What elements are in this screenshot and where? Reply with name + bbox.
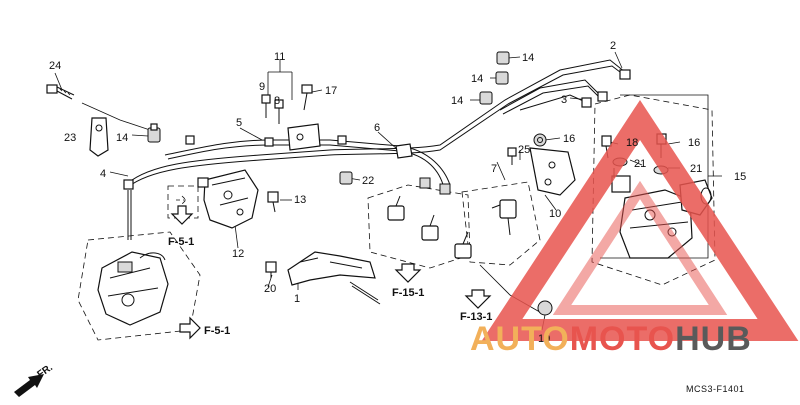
callout-label: 16 xyxy=(563,133,575,145)
callout-label: 14 xyxy=(116,132,128,144)
mounting-brackets xyxy=(287,147,576,305)
callout-label: 3 xyxy=(561,94,567,106)
fitting-icon xyxy=(123,179,134,190)
callout-label: 18 xyxy=(626,137,638,149)
section-ref-labels: F-5-1 F-5-1 F-15-1 F-13-1 xyxy=(168,236,492,337)
proportioning-valve xyxy=(197,169,259,229)
bolt-icon xyxy=(301,84,313,111)
section-ref: F-15-1 xyxy=(392,287,424,299)
callout-label: 14 xyxy=(522,52,534,64)
callout-label: 8 xyxy=(274,95,280,107)
watermark-part-moto: MOTO xyxy=(570,320,675,358)
nut-icon xyxy=(537,300,553,316)
bracket-icon xyxy=(287,251,376,286)
callout-label: 21 xyxy=(690,163,702,175)
clamp-icon xyxy=(479,51,510,105)
callout-label: 15 xyxy=(734,171,746,183)
clamp-icon xyxy=(147,123,161,143)
callout-label: 19 xyxy=(538,333,550,345)
callout-label: 24 xyxy=(49,60,61,72)
callout-label: 1 xyxy=(294,293,300,305)
callout-label: 13 xyxy=(294,194,306,206)
bolt-icon xyxy=(533,133,547,147)
callout-label: 14 xyxy=(471,73,483,85)
watermark-text: AUTOMOTOHUB xyxy=(470,320,752,358)
watermark-logo xyxy=(481,99,799,341)
bolt-icon xyxy=(265,261,277,278)
section-ref: F-13-1 xyxy=(460,311,492,323)
bolt-icon xyxy=(267,191,279,213)
section-ref: F-5-1 xyxy=(168,236,194,248)
master-cylinder-assembly xyxy=(97,251,169,326)
brake-pipes xyxy=(127,59,629,240)
callout-label: 14 xyxy=(451,95,463,107)
callout-label: 10 xyxy=(549,208,561,220)
callout-label: 4 xyxy=(100,168,106,180)
callout-label: 2 xyxy=(610,40,616,52)
callout-numbers: 24 23 14 4 5 11 9 8 17 6 14 14 14 2 3 16… xyxy=(49,40,746,345)
callout-label: 20 xyxy=(264,283,276,295)
bolt-icon xyxy=(507,147,517,165)
section-ref: F-5-1 xyxy=(204,325,230,337)
watermark-part-auto: AUTO xyxy=(470,320,570,358)
callout-label: 16 xyxy=(688,137,700,149)
section-arrows xyxy=(170,205,492,340)
watermark-part-hub: HUB xyxy=(675,320,752,358)
callout-label: 25 xyxy=(518,144,530,156)
callout-label: 5 xyxy=(236,117,242,129)
bolt-icon xyxy=(261,94,284,124)
sensor-cluster xyxy=(387,177,517,259)
callout-label: 17 xyxy=(325,85,337,97)
callout-label: 11 xyxy=(274,51,285,63)
callout-label: 12 xyxy=(232,248,244,260)
front-arrow xyxy=(14,374,44,397)
callout-label: 9 xyxy=(259,81,265,93)
bracket-icon xyxy=(89,117,109,157)
small-parts xyxy=(46,51,669,316)
bolt-icon xyxy=(46,84,75,100)
grommet-icon xyxy=(339,171,353,185)
callout-label: 23 xyxy=(64,132,76,144)
callout-label: 21 xyxy=(634,158,646,170)
bracket-icon xyxy=(529,147,576,196)
callout-label: 6 xyxy=(374,122,380,134)
joint-block-icon xyxy=(287,123,321,151)
callout-label: 22 xyxy=(362,175,374,187)
callout-label: 7 xyxy=(491,163,497,175)
diagram-code: MCS3-F1401 xyxy=(686,384,745,394)
